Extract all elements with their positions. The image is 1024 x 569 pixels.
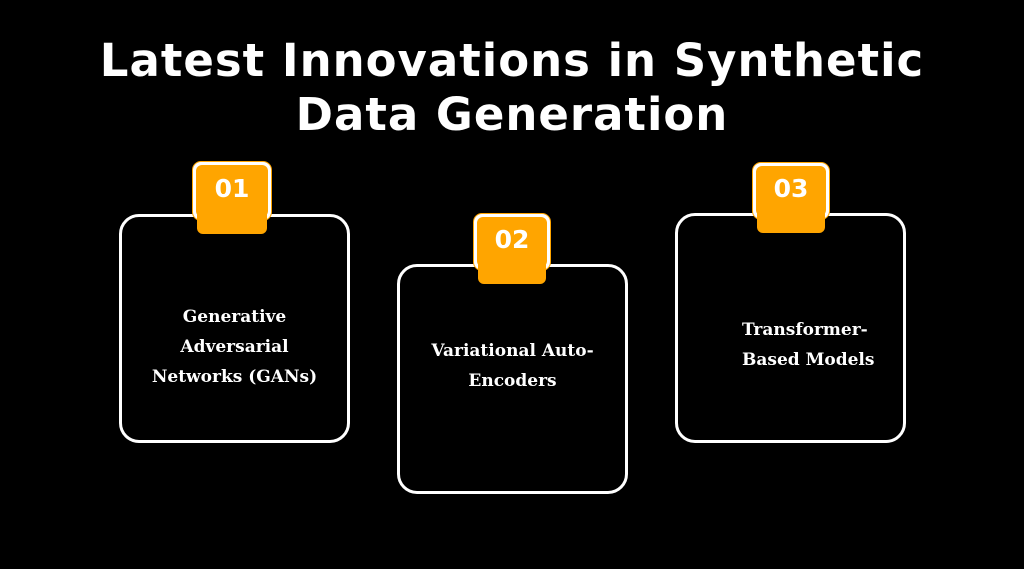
step-label-3: Transformer- Based Models bbox=[742, 320, 875, 370]
step-number-1: 01 bbox=[196, 165, 268, 217]
step-card-2 bbox=[397, 264, 628, 494]
title-line-2: Data Generation bbox=[295, 88, 729, 141]
step-badge-3: 03 bbox=[752, 162, 830, 233]
step-badge-1: 01 bbox=[192, 161, 272, 234]
step-number-2: 02 bbox=[477, 217, 547, 267]
badge-tab bbox=[197, 214, 267, 234]
step-label-2: Variational Auto- Encoders bbox=[431, 341, 594, 391]
step-label-1: Generative Adversarial Networks (GANs) bbox=[151, 307, 318, 387]
step-card-3 bbox=[675, 213, 906, 443]
badge-tab bbox=[478, 264, 546, 284]
step-number-3: 03 bbox=[756, 166, 826, 216]
step-badge-2: 02 bbox=[473, 213, 551, 284]
title-line-1: Latest Innovations in Synthetic bbox=[99, 34, 925, 87]
page-title: Latest Innovations in Synthetic Data Gen… bbox=[0, 34, 1024, 142]
badge-tab bbox=[757, 213, 825, 233]
